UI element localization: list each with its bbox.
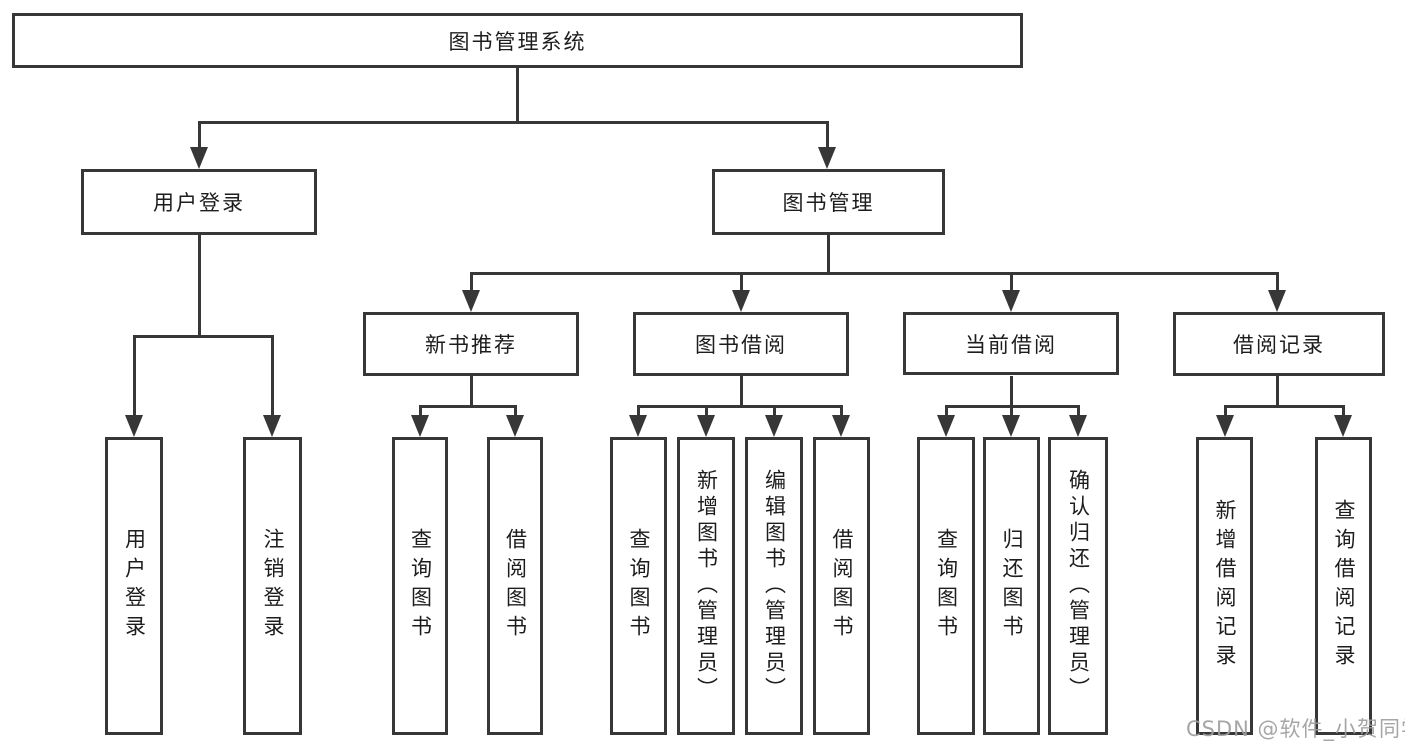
node-user-login: 用户登录 [81, 169, 317, 235]
connector-line [1342, 405, 1345, 417]
arrowhead [818, 147, 836, 169]
arrowhead [1002, 290, 1020, 312]
connector-line [840, 405, 843, 417]
arrowhead [1216, 415, 1234, 437]
node-label: 用户登录 [122, 528, 147, 644]
arrowhead [1334, 415, 1352, 437]
connector-line [705, 405, 708, 417]
arrowhead [1002, 415, 1020, 437]
leaf-edit-book-admin: 编辑图书（管理员） [745, 437, 803, 735]
node-label: 用户登录 [153, 191, 245, 215]
node-label: 确认归还（管理员） [1066, 469, 1091, 703]
connector-line [516, 68, 519, 123]
arrowhead [1069, 415, 1087, 437]
node-current-borrow: 当前借阅 [903, 312, 1119, 375]
node-label: 归还图书 [1000, 528, 1024, 644]
leaf-user-login: 用户登录 [105, 437, 163, 735]
connector-line [1276, 272, 1279, 290]
node-label: 借阅图书 [830, 528, 854, 644]
leaf-return-book: 归还图书 [983, 437, 1040, 735]
leaf-query-borrow-record: 查询借阅记录 [1315, 437, 1372, 735]
connector-line [773, 405, 776, 417]
connector-line [470, 376, 473, 407]
connector-line [271, 335, 274, 415]
connector-line [470, 272, 473, 290]
connector-line [419, 405, 517, 408]
leaf-confirm-return-admin: 确认归还（管理员） [1048, 437, 1108, 735]
connector-line [514, 405, 517, 417]
node-label: 借阅图书 [503, 528, 528, 644]
connector-line [133, 335, 136, 415]
node-label: 图书借阅 [695, 333, 787, 357]
arrowhead [462, 290, 480, 312]
leaf-logout: 注销登录 [243, 437, 302, 735]
node-library-management-system: 图书管理系统 [12, 13, 1023, 68]
node-new-book-recommend: 新书推荐 [363, 312, 579, 376]
node-label: 查询借阅记录 [1332, 499, 1356, 673]
arrowhead [125, 415, 143, 437]
leaf-current-query-book: 查询图书 [917, 437, 975, 735]
connector-line [945, 405, 948, 417]
connector-line [1010, 272, 1013, 290]
connector-line [198, 121, 201, 147]
leaf-borrow-book: 借阅图书 [813, 437, 870, 735]
connector-line [1224, 405, 1227, 417]
arrowhead [765, 415, 783, 437]
connector-line [198, 235, 201, 338]
arrowhead [1268, 290, 1286, 312]
node-label: 当前借阅 [965, 332, 1057, 357]
node-label: 查询图书 [408, 528, 433, 644]
arrowhead [937, 415, 955, 437]
node-label: 查询图书 [627, 528, 651, 644]
connector-line [826, 121, 829, 147]
arrowhead [832, 415, 850, 437]
node-label: 新增借阅记录 [1213, 499, 1237, 673]
node-label: 查询图书 [934, 528, 959, 644]
arrowhead [411, 415, 429, 437]
connector-line [1224, 405, 1345, 408]
node-label: 编辑图书（管理员） [762, 469, 787, 703]
leaf-add-borrow-record: 新增借阅记录 [1196, 437, 1253, 735]
arrowhead [190, 147, 208, 169]
connector-line [133, 335, 274, 338]
node-label: 图书管理 [782, 191, 875, 215]
arrowhead [263, 415, 281, 437]
node-book-management: 图书管理 [712, 169, 945, 235]
connector-line [198, 121, 828, 124]
node-borrow-record: 借阅记录 [1173, 312, 1385, 376]
connector-line [740, 376, 743, 407]
connector-line [637, 405, 640, 417]
connector-line [470, 272, 1279, 275]
leaf-borrow-query-book: 查询图书 [610, 437, 667, 735]
node-book-borrow: 图书借阅 [633, 312, 849, 376]
arrowhead [697, 415, 715, 437]
connector-line [419, 405, 422, 417]
leaf-recommend-query-book: 查询图书 [392, 437, 448, 735]
connector-line [1010, 405, 1013, 417]
arrowhead [506, 415, 524, 437]
arrowhead [732, 290, 750, 312]
connector-line [827, 235, 830, 275]
node-label: 注销登录 [261, 528, 285, 644]
connector-line [740, 272, 743, 290]
csdn-watermark: CSDN @软件_小贺同学 [1186, 717, 1405, 741]
leaf-add-book-admin: 新增图书（管理员） [677, 437, 735, 735]
leaf-recommend-borrow-book: 借阅图书 [487, 437, 543, 735]
node-label: 新书推荐 [425, 333, 517, 357]
connector-line [637, 405, 843, 408]
node-label: 新增图书（管理员） [694, 469, 719, 703]
node-label: 图书管理系统 [448, 29, 587, 54]
connector-line [1077, 405, 1080, 417]
connector-line [1010, 376, 1013, 407]
node-label: 借阅记录 [1233, 333, 1325, 357]
connector-line [1276, 376, 1279, 407]
arrowhead [629, 415, 647, 437]
